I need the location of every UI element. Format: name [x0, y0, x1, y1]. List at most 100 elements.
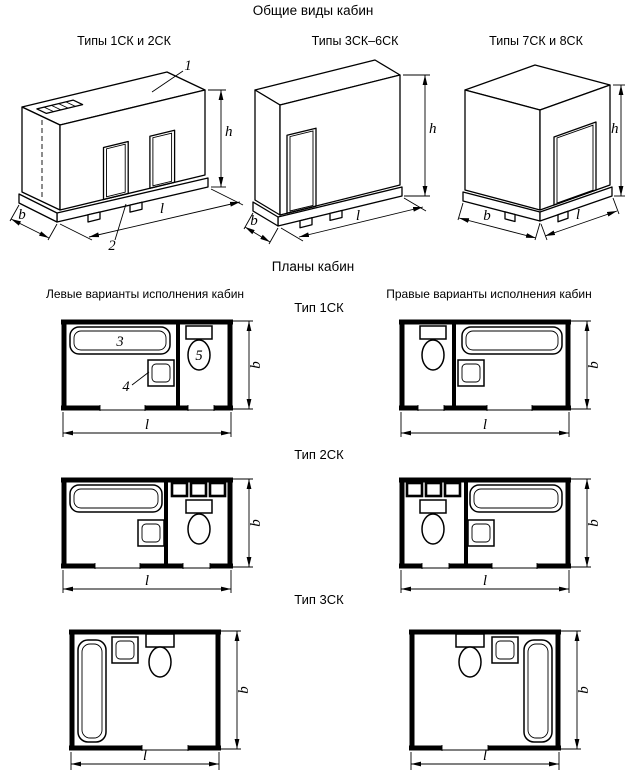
type-3sk-label: Тип 3СК: [294, 592, 344, 607]
washbasin: [147, 359, 175, 387]
vent-unit: [170, 481, 227, 498]
svg-text:b: b: [483, 208, 491, 224]
walls: [409, 629, 561, 751]
plans-column-left-header: Левые варианты исполнения кабин: [46, 287, 244, 301]
svg-text:b: b: [576, 686, 592, 694]
dimension-b: b: [9, 204, 58, 241]
svg-text:b: b: [18, 207, 26, 223]
toilet: [185, 325, 213, 371]
iso-view-types-7sk-8sk: Типы 7СК и 8СК h b: [457, 34, 625, 241]
toilet: [145, 633, 175, 678]
iso-view-types-1sk-2sk: Типы 1СК и 2СК: [9, 34, 244, 254]
dimension-l: l: [62, 570, 232, 593]
toilet: [419, 499, 447, 545]
svg-text:b: b: [248, 361, 264, 369]
washbasin: [467, 519, 495, 547]
plan-1sk-right: b l: [399, 319, 602, 437]
callout-5: 5: [195, 348, 202, 364]
dimension-l: l: [400, 570, 570, 593]
cabin-box: [254, 59, 401, 216]
plan-1sk-left: 3 4 5 b l: [61, 319, 264, 437]
iso-view-2-label: Типы 3СК–6СК: [312, 34, 399, 48]
svg-text:b: b: [586, 519, 602, 527]
svg-text:2: 2: [108, 238, 115, 254]
svg-text:l: l: [576, 207, 580, 223]
svg-text:l: l: [483, 573, 487, 589]
bathtub: [469, 484, 563, 513]
door-opening: [417, 405, 533, 411]
doorway: [149, 129, 176, 189]
svg-text:b: b: [586, 361, 602, 369]
cabin-box: [464, 64, 611, 211]
dimension-l: l: [410, 748, 560, 770]
svg-text:l: l: [145, 573, 149, 589]
dimension-h: h: [208, 89, 233, 188]
toilet: [185, 499, 213, 545]
walls: [399, 319, 571, 411]
svg-text:l: l: [483, 748, 487, 764]
bathtub: [523, 639, 553, 743]
plan-2sk-right: b l: [399, 477, 602, 593]
washbasin: [457, 359, 485, 387]
svg-text:h: h: [611, 121, 619, 137]
doorway: [102, 140, 129, 201]
svg-text:1: 1: [184, 58, 191, 74]
dimension-b: b: [571, 478, 602, 568]
callout-3: 3: [115, 334, 123, 350]
svg-text:4: 4: [122, 379, 129, 395]
toilet: [455, 633, 485, 678]
bathtub: [69, 484, 163, 513]
door-opening: [94, 563, 211, 569]
bathtub: [461, 326, 563, 355]
dimension-b: b: [233, 478, 264, 568]
dimension-l: l: [400, 412, 570, 437]
door-opening: [99, 405, 215, 411]
walls: [69, 629, 221, 751]
dimension-b: b: [561, 630, 592, 750]
page-title: Общие виды кабин: [253, 3, 374, 18]
iso-view-1-label: Типы 1СК и 2СК: [77, 34, 171, 48]
walls: [61, 477, 233, 569]
dimension-l: l: [540, 197, 620, 241]
dimension-l: l: [70, 748, 220, 770]
plans-column-right-header: Правые варианты исполнения кабин: [386, 287, 592, 301]
dimension-h: h: [611, 84, 625, 197]
vent-unit: [405, 481, 462, 498]
type-2sk-label: Тип 2СК: [294, 447, 344, 462]
dimension-b: b: [571, 320, 602, 410]
svg-text:l: l: [143, 748, 147, 764]
plan-3sk-left: b l: [69, 629, 252, 770]
dimension-b: b: [243, 212, 279, 245]
svg-text:l: l: [483, 417, 487, 433]
svg-text:h: h: [429, 121, 437, 137]
svg-text:b: b: [236, 686, 252, 694]
svg-text:b: b: [248, 519, 264, 527]
svg-text:l: l: [356, 208, 360, 224]
svg-text:l: l: [145, 417, 149, 433]
callout-1: 1: [151, 58, 192, 93]
type-1sk-label: Тип 1СК: [294, 300, 344, 315]
dimension-b: b: [221, 630, 252, 750]
door-opening: [141, 745, 189, 751]
dimension-l: l: [62, 412, 232, 437]
plan-2sk-left: b l: [61, 477, 264, 593]
iso-view-types-3sk-6sk: Типы 3СК–6СК h b: [243, 34, 437, 245]
dimension-b: b: [233, 320, 264, 410]
iso-view-3-label: Типы 7СК и 8СК: [489, 34, 583, 48]
roof-grille: [36, 99, 84, 115]
cabin-box: [21, 71, 206, 211]
door-opening: [421, 563, 538, 569]
plans-title: Планы кабин: [272, 259, 354, 274]
plan-3sk-right: b l: [409, 629, 592, 770]
svg-text:h: h: [225, 124, 233, 140]
washbasin: [111, 636, 139, 664]
dimension-h: h: [403, 74, 437, 197]
door-opening: [441, 745, 489, 751]
dimension-l: l: [280, 197, 427, 242]
dimension-b: b: [457, 202, 541, 241]
washbasin: [137, 519, 165, 547]
callout-4: 4: [122, 371, 150, 395]
svg-text:l: l: [160, 201, 164, 217]
